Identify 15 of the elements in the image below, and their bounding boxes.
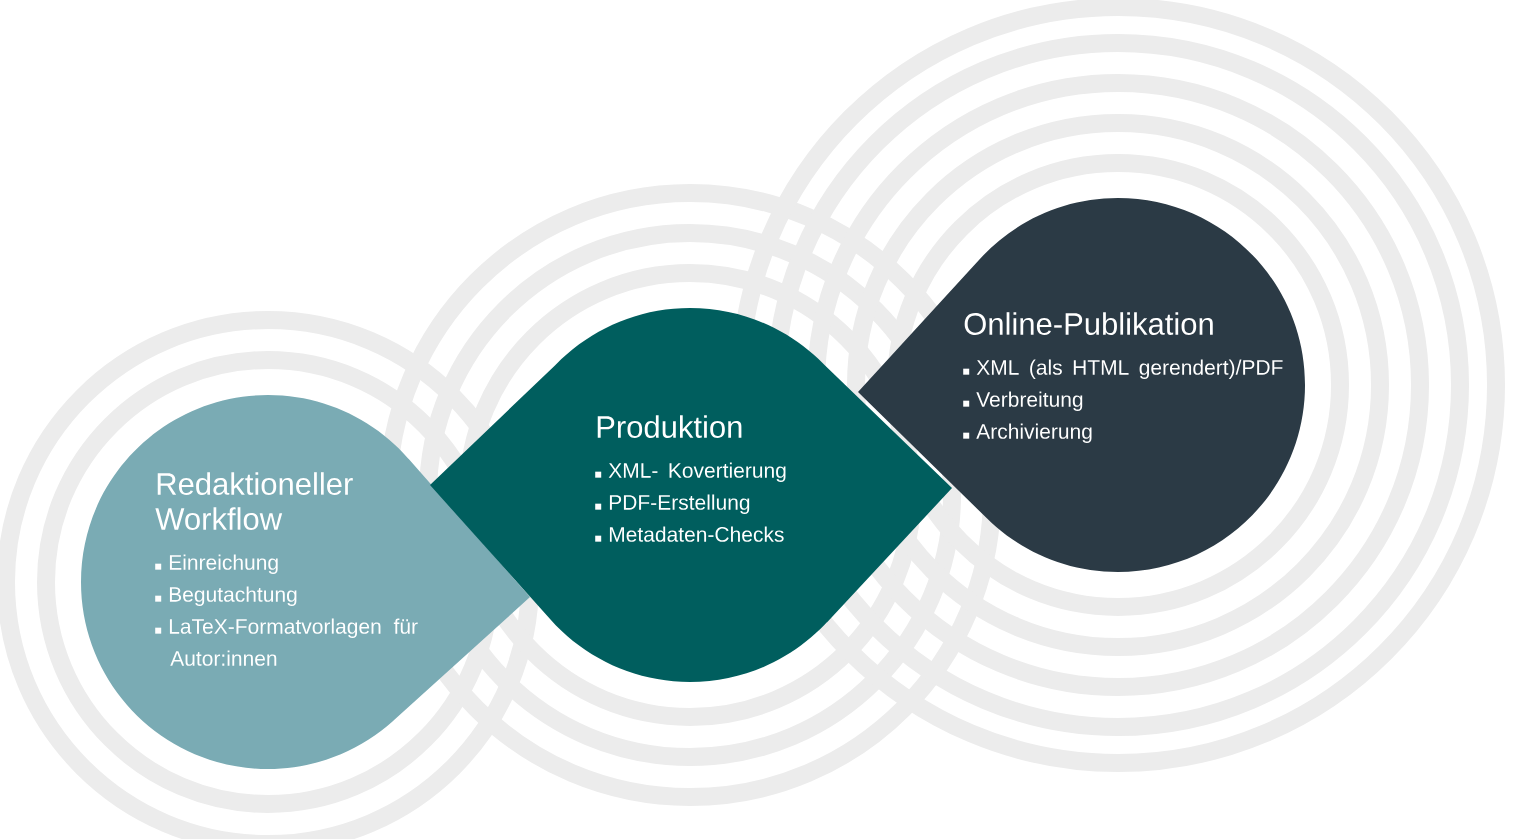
bullet-item: Einreichung xyxy=(155,554,278,575)
heading: Online-Publikation xyxy=(964,312,1213,335)
bullet-item: PDF-Erstellung xyxy=(595,494,750,515)
bullet-item: XML (als HTML gerendert)/PDF xyxy=(963,359,1283,380)
bullet-item: XML- Kovertierung xyxy=(595,462,786,483)
bullet-item: Begutachtung xyxy=(155,586,297,607)
heading: Redaktioneller Workflow xyxy=(155,472,353,530)
teardrop-shape xyxy=(858,198,1305,572)
teardrop-shape xyxy=(81,395,530,769)
bullet-item: Metadaten-Checks xyxy=(595,526,784,542)
bullet-item: Verbreitung xyxy=(963,391,1083,412)
heading: Produktion xyxy=(597,415,742,438)
bullet-item: Archivierung xyxy=(963,423,1092,444)
teardrop-shape xyxy=(430,308,952,682)
bullet-item: LaTeX-Formatvorlagen für Autor:innen xyxy=(155,618,418,666)
